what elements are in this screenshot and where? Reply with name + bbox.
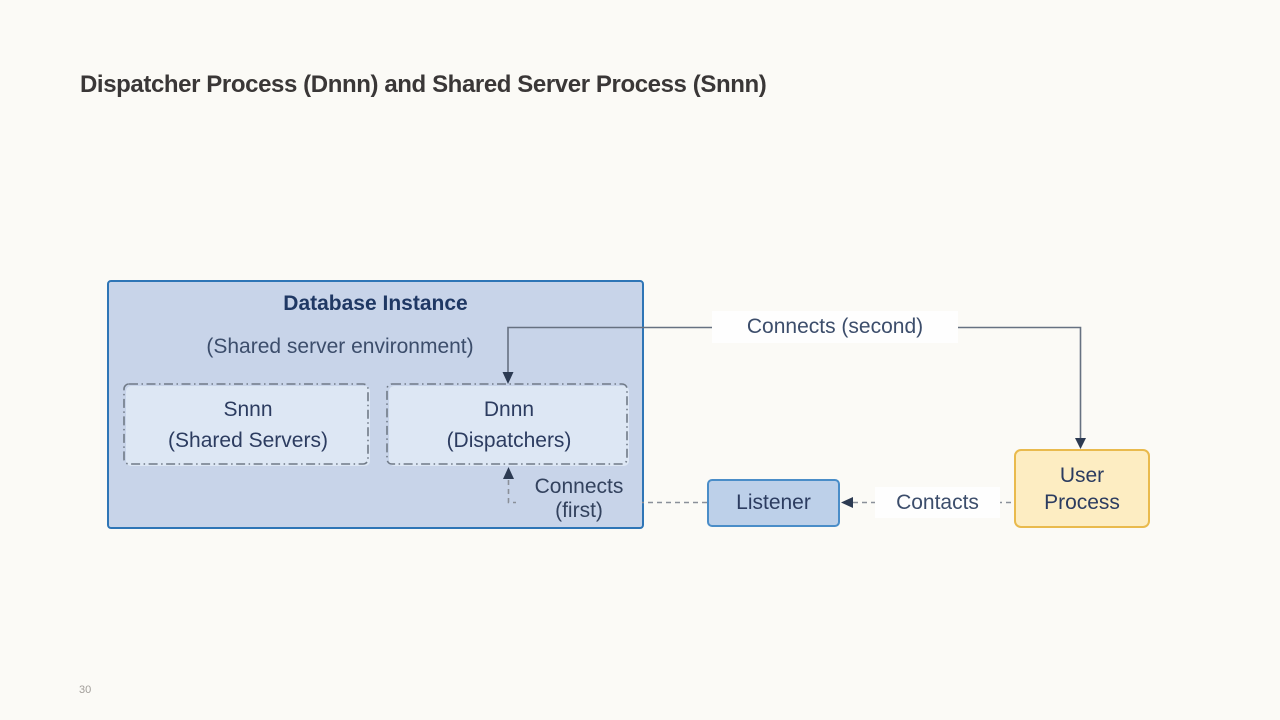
dispatchers-caption: (Dispatchers) [446,429,572,452]
page-number: 30 [79,684,92,696]
connects-first-label: Connects (first) [516,475,642,523]
arrowhead-into-user-process [1075,438,1086,449]
user-process-box: User Process [1014,449,1150,528]
listener-label: Listener [736,491,811,514]
database-instance-subtitle: (Shared server environment) [206,335,474,358]
user-process-label-line2: Process [1044,490,1120,514]
database-instance-title: Database Instance [283,292,468,315]
slide-title: Dispatcher Process (Dnnn) and Shared Ser… [80,71,767,98]
shared-servers-caption: (Shared Servers) [168,429,328,452]
arrowhead-into-listener [841,497,853,508]
user-process-label-line1: User [1059,463,1105,487]
contacts-label: Contacts [875,487,1000,518]
dispatchers-name: Dnnn [483,398,535,421]
connects-first-label-line2: (first) [555,499,603,522]
listener-box: Listener [707,479,840,527]
shared-servers-box: Snnn (Shared Servers) [126,386,370,466]
connects-second-label: Connects (second) [712,311,958,343]
dispatchers-box: Dnnn (Dispatchers) [389,386,629,466]
connects-first-label-line1: Connects [534,475,624,498]
shared-servers-name: Snnn [223,398,273,421]
